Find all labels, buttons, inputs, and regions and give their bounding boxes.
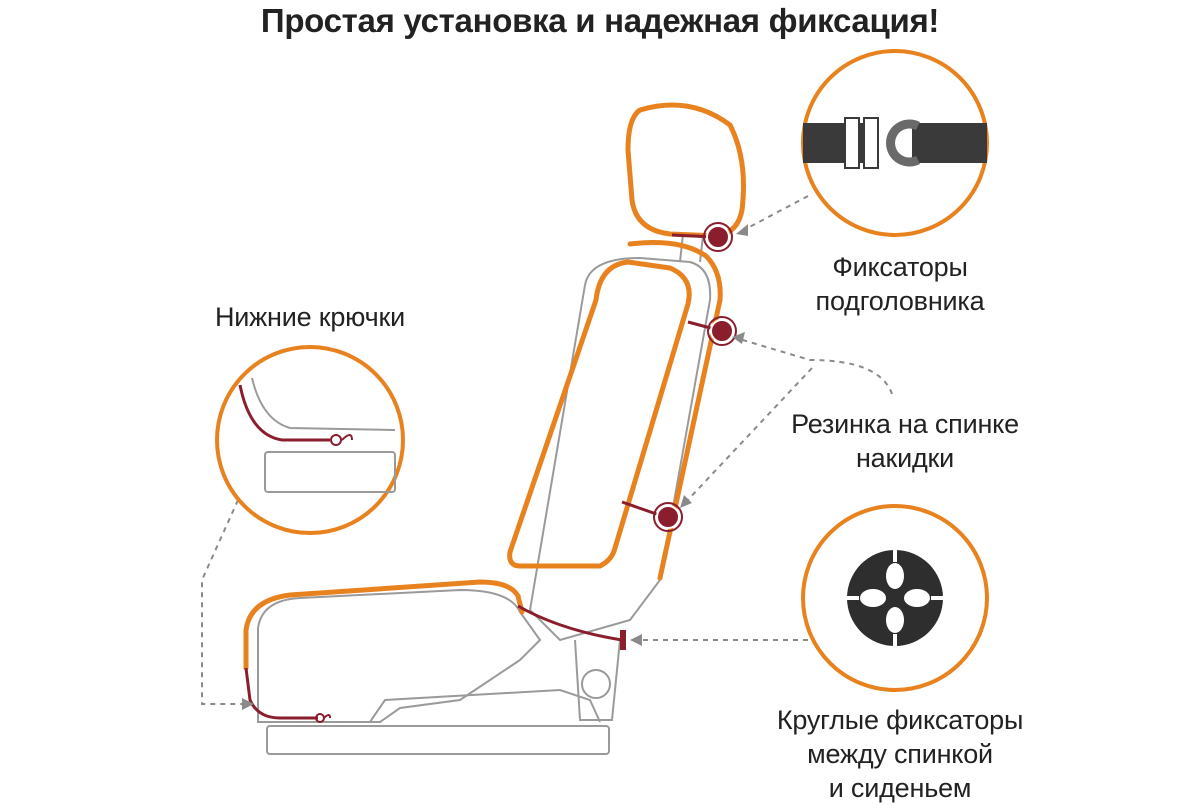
callout-round-clip [801, 504, 989, 692]
label-headrest-fasteners: Фиксаторы подголовника [790, 250, 1010, 318]
arrowhead-icon [630, 634, 642, 646]
label-line: Резинка на спинке [791, 409, 1019, 439]
round-clip-slot [860, 589, 886, 607]
back-fastener-ring-top [707, 316, 737, 346]
strap-right [912, 123, 987, 163]
fastener-markers [315, 222, 737, 723]
hook-tip [341, 434, 353, 441]
arrowhead-icon [736, 224, 748, 236]
round-clip-marker [620, 630, 626, 650]
seat-slider [369, 688, 601, 723]
hook-rail-outline [264, 451, 396, 493]
label-line: накидки [855, 443, 955, 473]
arrowhead-icon [242, 698, 254, 710]
headrest-leader [739, 195, 809, 233]
seat-cover [243, 579, 525, 671]
round-clip-slot [886, 607, 904, 633]
callout-hooks [215, 345, 405, 535]
arrowhead-icon [680, 495, 692, 508]
seat-cushion [257, 588, 542, 723]
headrest-fastener-marker [706, 225, 730, 249]
label-line: Круглые фиксаторы [776, 705, 1024, 735]
hook-eye [330, 434, 342, 446]
page-title: Простая установка и надежная фиксация! [260, 2, 940, 39]
back-fastener-ring-bottom [653, 502, 683, 532]
hooks-leader [201, 499, 246, 705]
lower-hook-strap [244, 667, 318, 720]
recliner-bracket [574, 639, 621, 721]
buckle-hook [886, 119, 921, 167]
hook-strap [238, 384, 330, 442]
round-clip-slot [886, 563, 904, 589]
label-back-elastic: Резинка на спинке накидки [790, 407, 1020, 475]
recliner-knob [581, 669, 611, 699]
label-lower-hooks: Нижние крючки [190, 300, 430, 334]
gap-strap [517, 604, 623, 642]
hook-seat-outline [251, 377, 396, 431]
seat-rail [266, 725, 610, 755]
round-clip-disk [847, 550, 943, 646]
label-line: Нижние крючки [215, 302, 405, 332]
arrowhead-icon [732, 332, 745, 344]
round-clip-icon [847, 550, 943, 646]
headrest-post [699, 235, 704, 263]
leader-lines [201, 195, 893, 705]
round-clip-slot [904, 589, 930, 607]
back-fastener-marker-bottom [656, 505, 680, 529]
label-line: подголовника [815, 286, 985, 316]
hook-icon [238, 377, 396, 493]
seat-frame [257, 233, 712, 755]
backrest-cover-front [507, 259, 692, 569]
seat-cover-outline [243, 102, 746, 671]
label-round-fasteners: Круглые фиксаторы между спинкой и сидень… [770, 703, 1030, 805]
band-leader-top [735, 337, 893, 395]
headrest-cover [625, 102, 746, 239]
buckle-icon [803, 117, 987, 169]
leader-arrowheads [242, 224, 748, 710]
buckle-bar [844, 117, 860, 169]
headrest-fastener-ring [703, 222, 733, 252]
backrest-cover-rear [627, 240, 723, 581]
lower-hook-tip [323, 714, 331, 719]
label-line: между спинкой [807, 739, 993, 769]
label-line: Фиксаторы [832, 252, 968, 282]
back-fastener-marker-top [710, 319, 734, 343]
label-line: и сиденьем [828, 773, 972, 803]
seat-back-frame [528, 256, 712, 642]
band-leader-bottom [683, 367, 813, 505]
callout-headrest [801, 49, 989, 237]
buckle-bar [863, 117, 879, 169]
